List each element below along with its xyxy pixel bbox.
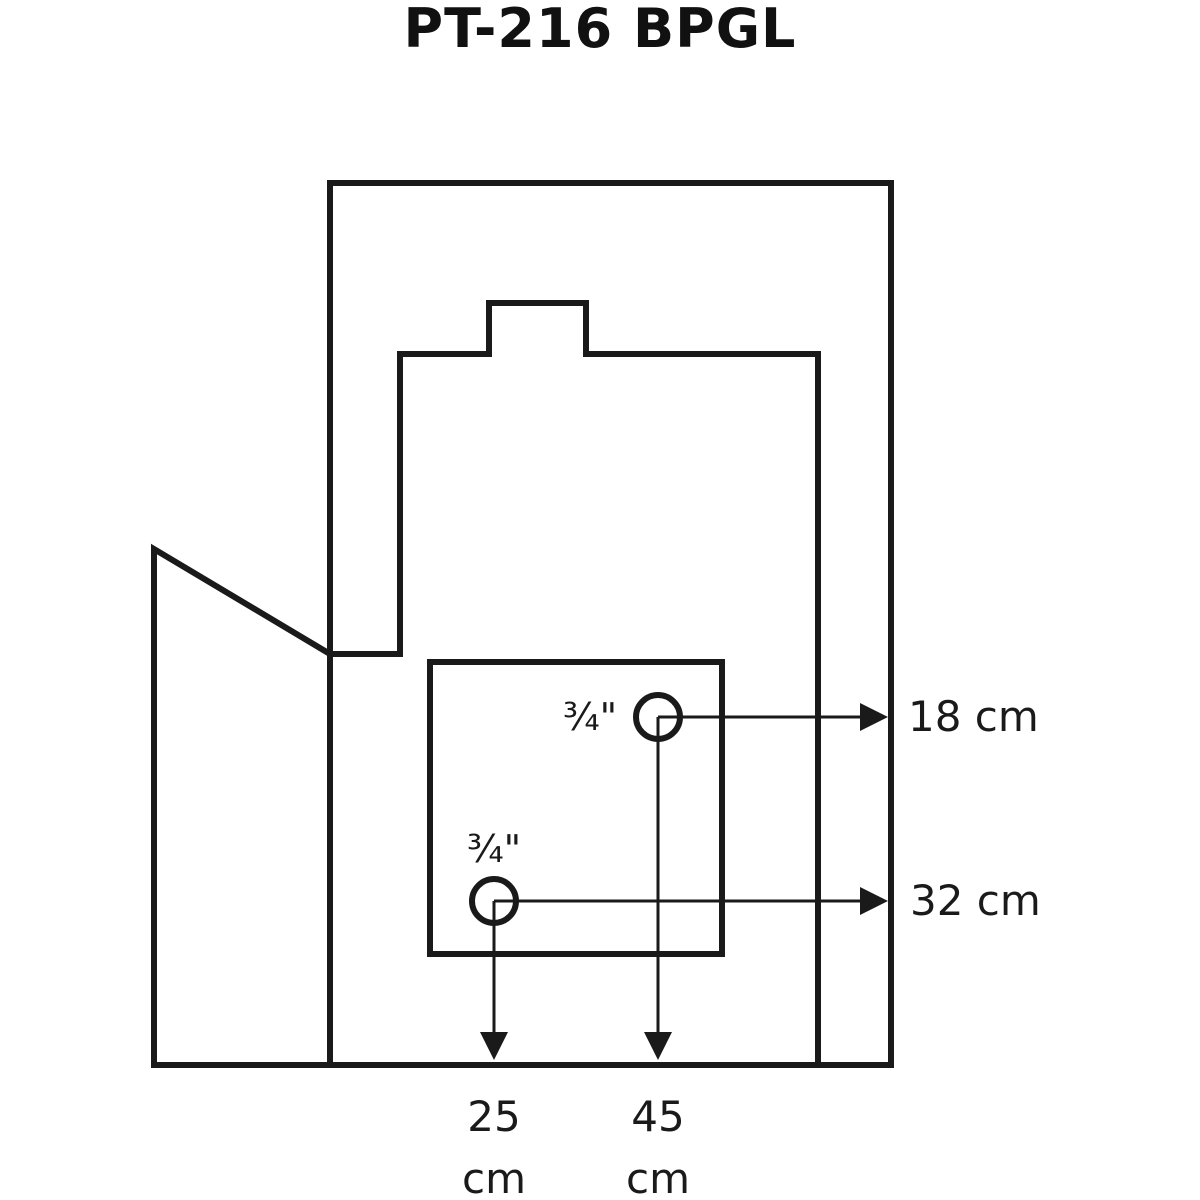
lower-height-arrow (860, 887, 888, 915)
inner-body (330, 300, 821, 1065)
lower-pipe-size-label: ¾" (467, 827, 521, 871)
diagram-title: PT-216 BPGL (403, 0, 797, 60)
upper-height-arrow (860, 703, 888, 731)
lower-side-unit: cm (462, 1154, 526, 1200)
outer-casing (327, 180, 894, 1068)
upper-side-unit: cm (626, 1154, 690, 1200)
firebox-door (427, 659, 725, 957)
lower-side-value: 25 (467, 1092, 520, 1141)
lower-side-arrow (480, 1032, 508, 1060)
lower-height-label: 32 cm (910, 876, 1041, 925)
upper-side-arrow (644, 1032, 672, 1060)
upper-height-label: 18 cm (908, 692, 1039, 741)
upper-side-value: 45 (631, 1092, 684, 1141)
side-panel (151, 543, 332, 1068)
upper-pipe-size-label: ¾" (563, 695, 617, 739)
